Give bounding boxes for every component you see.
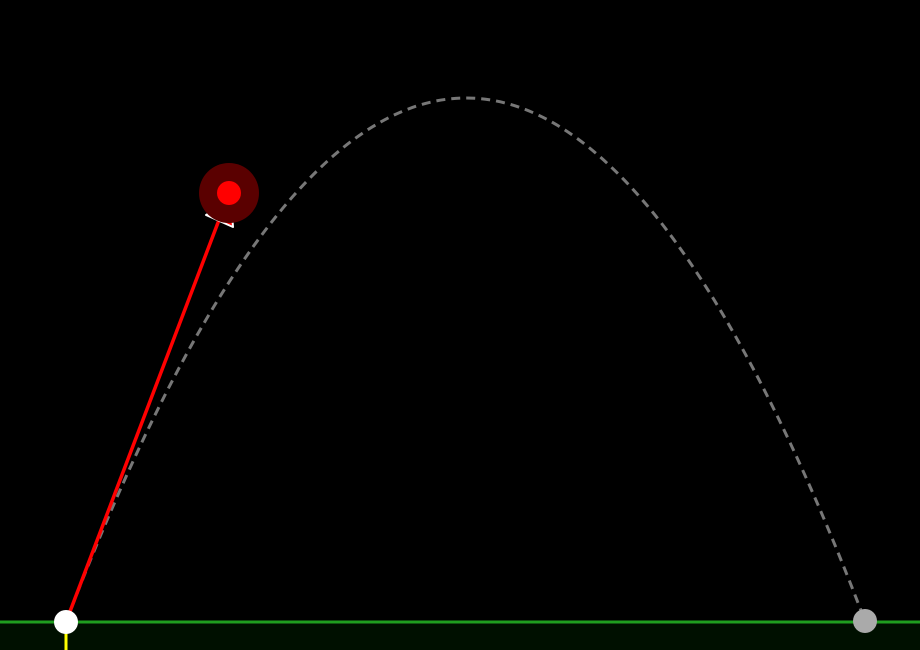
launch-velocity-vector <box>64 219 221 623</box>
projectile-ball[interactable] <box>54 610 78 634</box>
ground-plane <box>0 622 920 650</box>
predicted-trajectory <box>64 96 867 623</box>
aim-drag-handle[interactable] <box>217 181 241 205</box>
landing-point-marker <box>853 609 877 633</box>
